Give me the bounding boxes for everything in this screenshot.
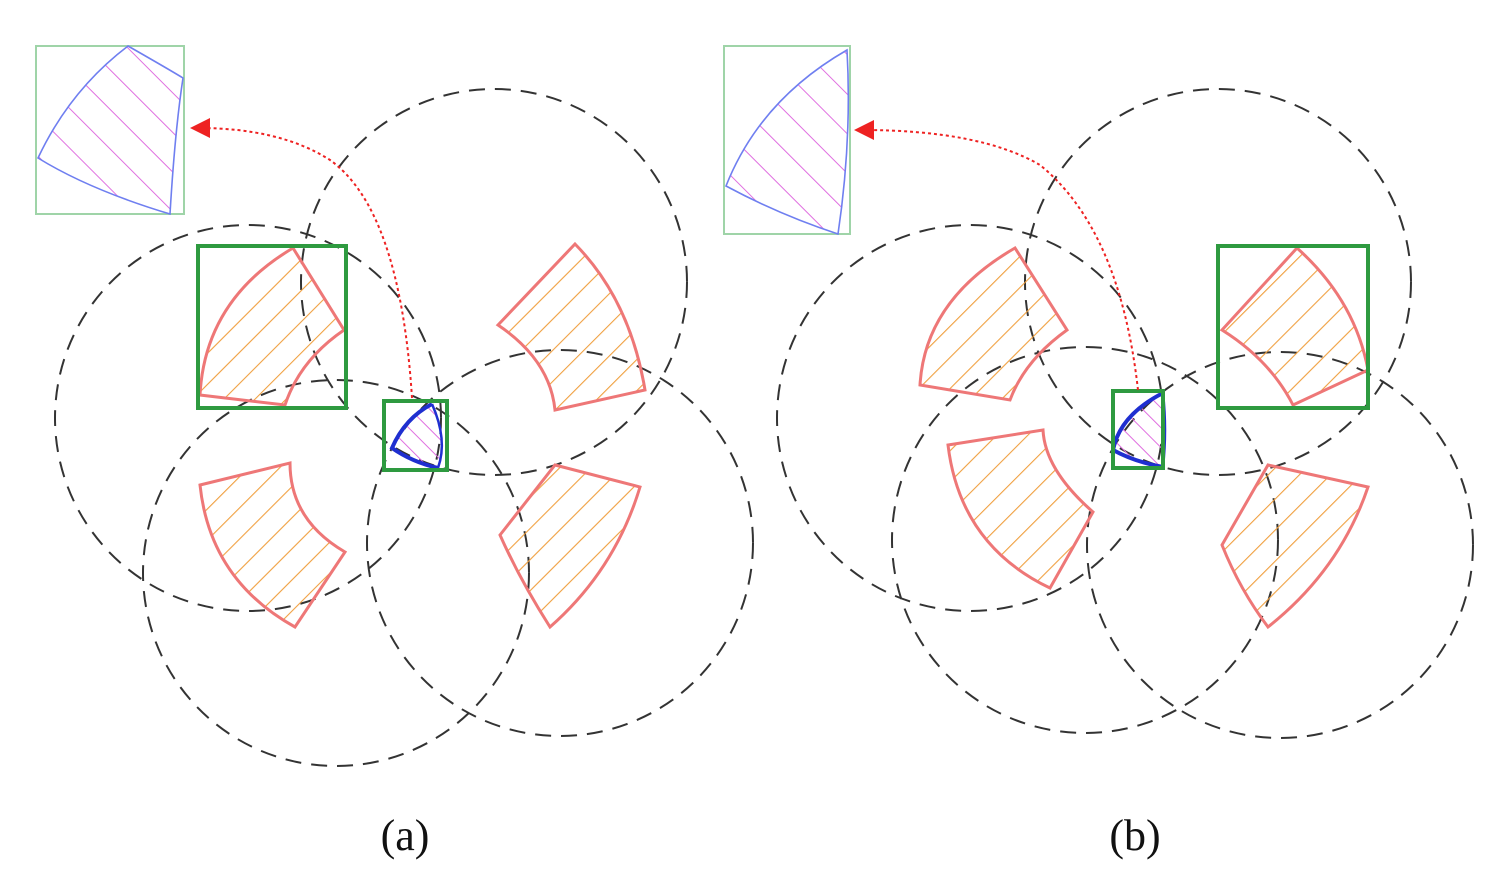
selection-boxes-b (1111, 244, 1370, 470)
panel-b-caption: (b) (1109, 811, 1161, 860)
sector-region (1220, 463, 1370, 630)
overlap-region-b (1110, 391, 1167, 469)
sector-region (495, 241, 647, 412)
sector-regions-b (918, 245, 1370, 630)
zoom-arrow-a (190, 118, 413, 399)
zoom-inset-a (35, 45, 185, 216)
panel-a-caption: (a) (380, 811, 430, 860)
sector-region (946, 428, 1095, 590)
selection-box-overlap (382, 399, 449, 472)
sector-region (918, 245, 1070, 402)
range-circle (366, 349, 754, 737)
inset-overlap-area (36, 45, 184, 216)
range-circle (1086, 351, 1474, 739)
range-circle (300, 88, 688, 476)
range-circle (54, 224, 442, 612)
inset-frame (723, 45, 851, 235)
selection-box-sector (1216, 244, 1370, 410)
sector-regions-a (198, 241, 647, 630)
panel-a (35, 45, 754, 767)
panel-b (723, 45, 1474, 739)
overlap-area (1113, 393, 1165, 467)
sector-region (198, 461, 348, 629)
zoom-arrow-b (854, 120, 1139, 391)
overlap-boundary (389, 402, 439, 470)
range-circle (891, 346, 1279, 734)
overlap-area (392, 404, 442, 468)
selection-box-sector (196, 244, 348, 410)
range-circles-b (776, 88, 1474, 739)
range-circle (142, 379, 530, 767)
overlap-region-a (389, 402, 444, 470)
sector-region (498, 463, 642, 630)
sector-region (1219, 245, 1370, 407)
selection-box-overlap (1111, 389, 1165, 470)
sector-region (198, 245, 347, 407)
overlap-boundary-inner (430, 403, 444, 469)
selection-boxes-a (196, 244, 449, 472)
zoom-inset-b (723, 45, 851, 236)
inset-overlap-area (724, 48, 850, 236)
inset-frame (35, 45, 185, 215)
